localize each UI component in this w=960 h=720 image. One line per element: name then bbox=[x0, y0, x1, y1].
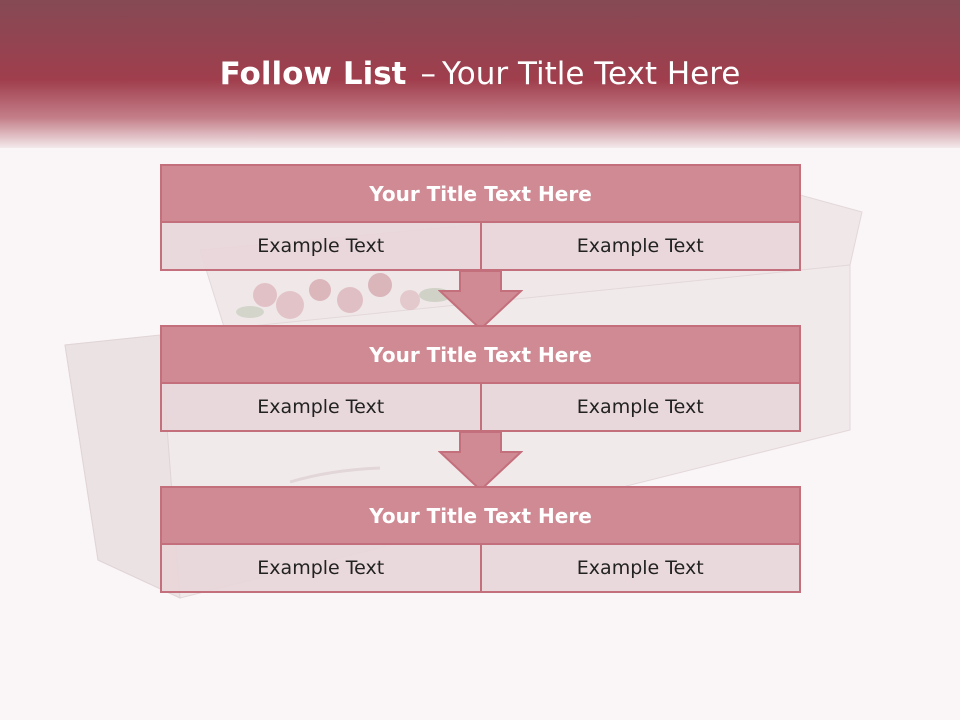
block-cell-right: Example Text bbox=[479, 384, 799, 430]
down-arrow-icon bbox=[438, 432, 523, 492]
title-dash: – bbox=[420, 56, 436, 92]
block-row: Example Text Example Text bbox=[162, 384, 799, 430]
block-title: Your Title Text Here bbox=[162, 327, 799, 384]
block-title: Your Title Text Here bbox=[162, 166, 799, 223]
down-arrow-icon bbox=[438, 271, 523, 331]
block-cell-left: Example Text bbox=[162, 223, 480, 269]
title-bold: Follow List bbox=[219, 56, 407, 92]
list-block-1: Your Title Text Here Example Text Exampl… bbox=[160, 164, 801, 271]
header-band bbox=[0, 0, 960, 148]
list-block-2: Your Title Text Here Example Text Exampl… bbox=[160, 325, 801, 432]
block-row: Example Text Example Text bbox=[162, 545, 799, 591]
block-cell-left: Example Text bbox=[162, 384, 480, 430]
list-block-3: Your Title Text Here Example Text Exampl… bbox=[160, 486, 801, 593]
block-cell-right: Example Text bbox=[479, 223, 799, 269]
slide-title: Follow List–Your Title Text Here bbox=[0, 56, 960, 92]
title-rest: Your Title Text Here bbox=[441, 56, 741, 92]
block-title: Your Title Text Here bbox=[162, 488, 799, 545]
block-row: Example Text Example Text bbox=[162, 223, 799, 269]
block-cell-left: Example Text bbox=[162, 545, 480, 591]
block-cell-right: Example Text bbox=[479, 545, 799, 591]
